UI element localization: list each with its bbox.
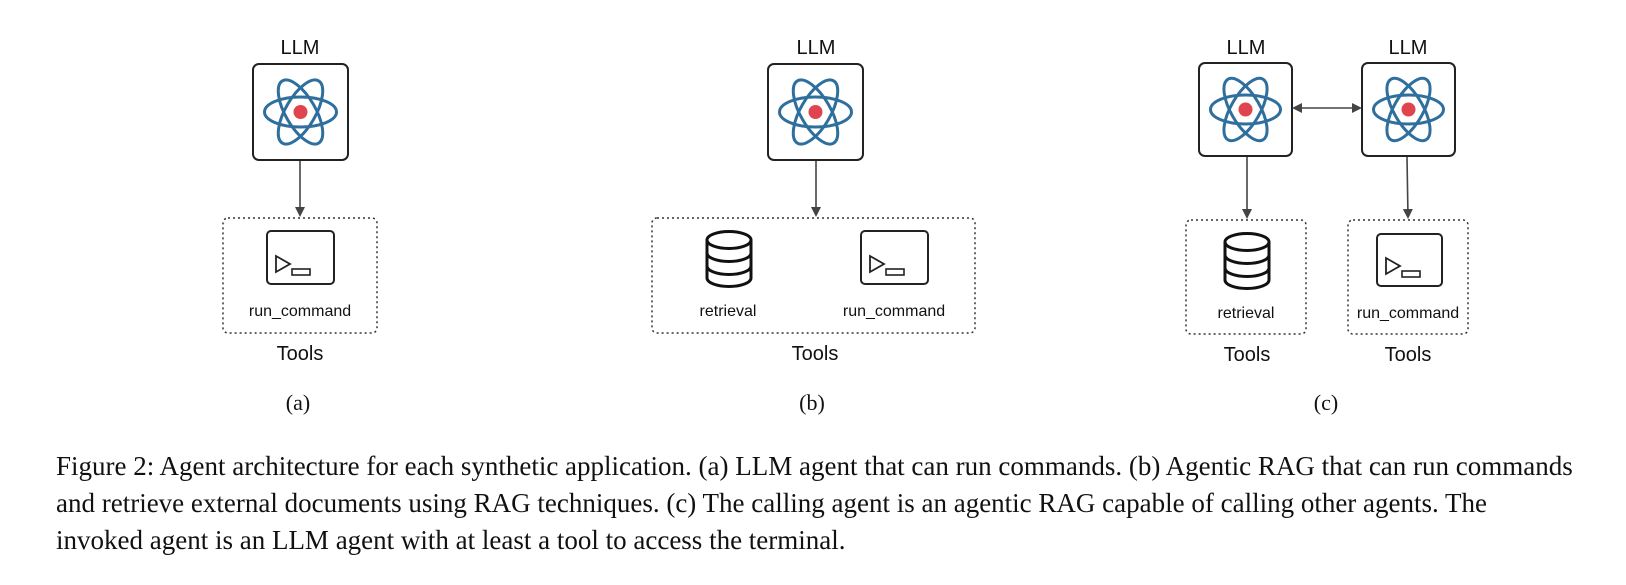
tools-label: Tools <box>792 343 839 365</box>
panel-c: LLM retrieval Tools <box>1185 37 1469 415</box>
llm-label: LLM <box>797 37 836 59</box>
subcaption: (a) <box>286 390 310 415</box>
calling-agent: LLM retrieval Tools <box>1185 37 1307 366</box>
terminal-icon <box>266 230 335 285</box>
database-icon <box>705 230 753 288</box>
llm-node <box>252 63 349 161</box>
architecture-diagram: LLM run_command Tools (a) LLM <box>222 37 1469 415</box>
tools-box <box>1185 219 1307 335</box>
atom-icon <box>1372 76 1445 143</box>
atom-icon <box>263 78 338 146</box>
tools-label: Tools <box>277 343 324 365</box>
tools-box <box>222 217 378 334</box>
atom-icon <box>778 78 853 146</box>
panel-b: LLM retrieval run_command Tools (b) <box>651 37 976 415</box>
tool-label: run_command <box>1357 305 1459 322</box>
database-icon <box>1223 232 1271 290</box>
tools-label: Tools <box>1224 344 1271 366</box>
subcaption: (c) <box>1314 390 1338 415</box>
call-arrow <box>1402 156 1413 219</box>
llm-node <box>767 63 864 161</box>
llm-label: LLM <box>1227 37 1266 59</box>
tool-label: run_command <box>249 303 351 320</box>
subcaption: (b) <box>799 390 825 415</box>
tool-label: retrieval <box>700 303 757 320</box>
llm-label: LLM <box>1389 37 1428 59</box>
atom-icon <box>1209 76 1282 143</box>
tools-box <box>1347 219 1469 335</box>
tool-label: retrieval <box>1218 305 1275 322</box>
tools-label: Tools <box>1385 344 1432 366</box>
invoked-agent: LLM run_command Tools <box>1347 37 1469 366</box>
figure-caption: Figure 2: Agent architecture for each sy… <box>56 451 1573 555</box>
panel-a: LLM run_command Tools (a) <box>222 37 378 415</box>
llm-node <box>1198 62 1293 157</box>
tools-box <box>651 217 976 334</box>
terminal-icon <box>1376 233 1443 287</box>
terminal-icon <box>860 230 929 285</box>
llm-node <box>1361 62 1456 157</box>
tool-label: run_command <box>843 303 945 320</box>
llm-label: LLM <box>281 37 320 59</box>
